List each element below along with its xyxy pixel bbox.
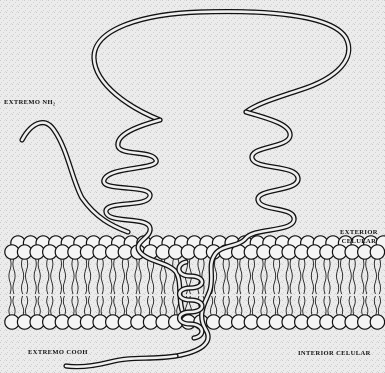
cell-exterior-label: EXTERIOR CELULAR — [340, 230, 378, 245]
cell-exterior-label-line2: CELULAR — [340, 239, 378, 246]
cell-exterior-label-line1: EXTERIOR — [340, 230, 378, 237]
cooh-terminus-label: EXTREMO COOH — [28, 350, 88, 357]
cell-interior-label: INTERIOR CELULAR — [298, 351, 371, 358]
nh2-terminus-label: EXTREMO NH₂ — [4, 100, 55, 107]
